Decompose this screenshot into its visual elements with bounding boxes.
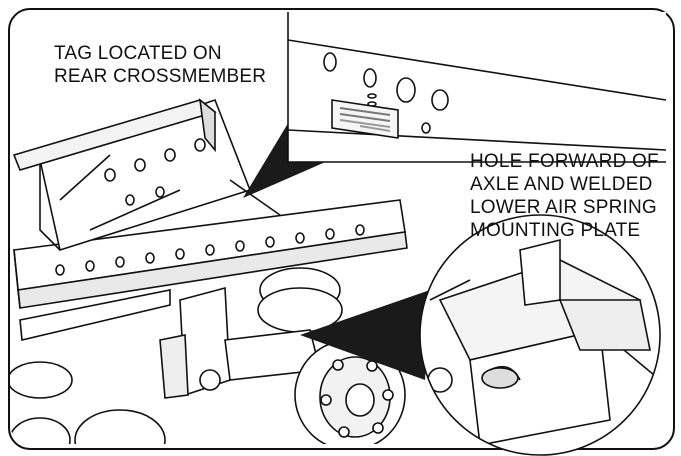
- hole-callout-line-4: MOUNTING PLATE: [470, 220, 641, 241]
- tag-location-callout: TAG LOCATED ON REAR CROSSMEMBER: [54, 42, 266, 88]
- tag-detail-view: [287, 12, 666, 163]
- hole-pointer: [300, 290, 430, 380]
- hole-callout-line-2: AXLE AND WELDED: [470, 174, 653, 195]
- hole-location-callout: HOLE FORWARD OF AXLE AND WELDED LOWER AI…: [470, 150, 659, 242]
- tag-callout-line-2: REAR CROSSMEMBER: [54, 66, 267, 87]
- hole-callout-line-1: HOLE FORWARD OF: [470, 151, 659, 172]
- mounting-plate-detail-view: [419, 214, 661, 456]
- hole-callout-line-3: LOWER AIR SPRING: [470, 197, 657, 218]
- frame-rail: [13, 199, 408, 309]
- suspension: [159, 286, 321, 399]
- vehicle-tag: [331, 99, 399, 139]
- tag-callout-line-1: TAG LOCATED ON: [54, 43, 222, 64]
- air-spring: [10, 267, 343, 399]
